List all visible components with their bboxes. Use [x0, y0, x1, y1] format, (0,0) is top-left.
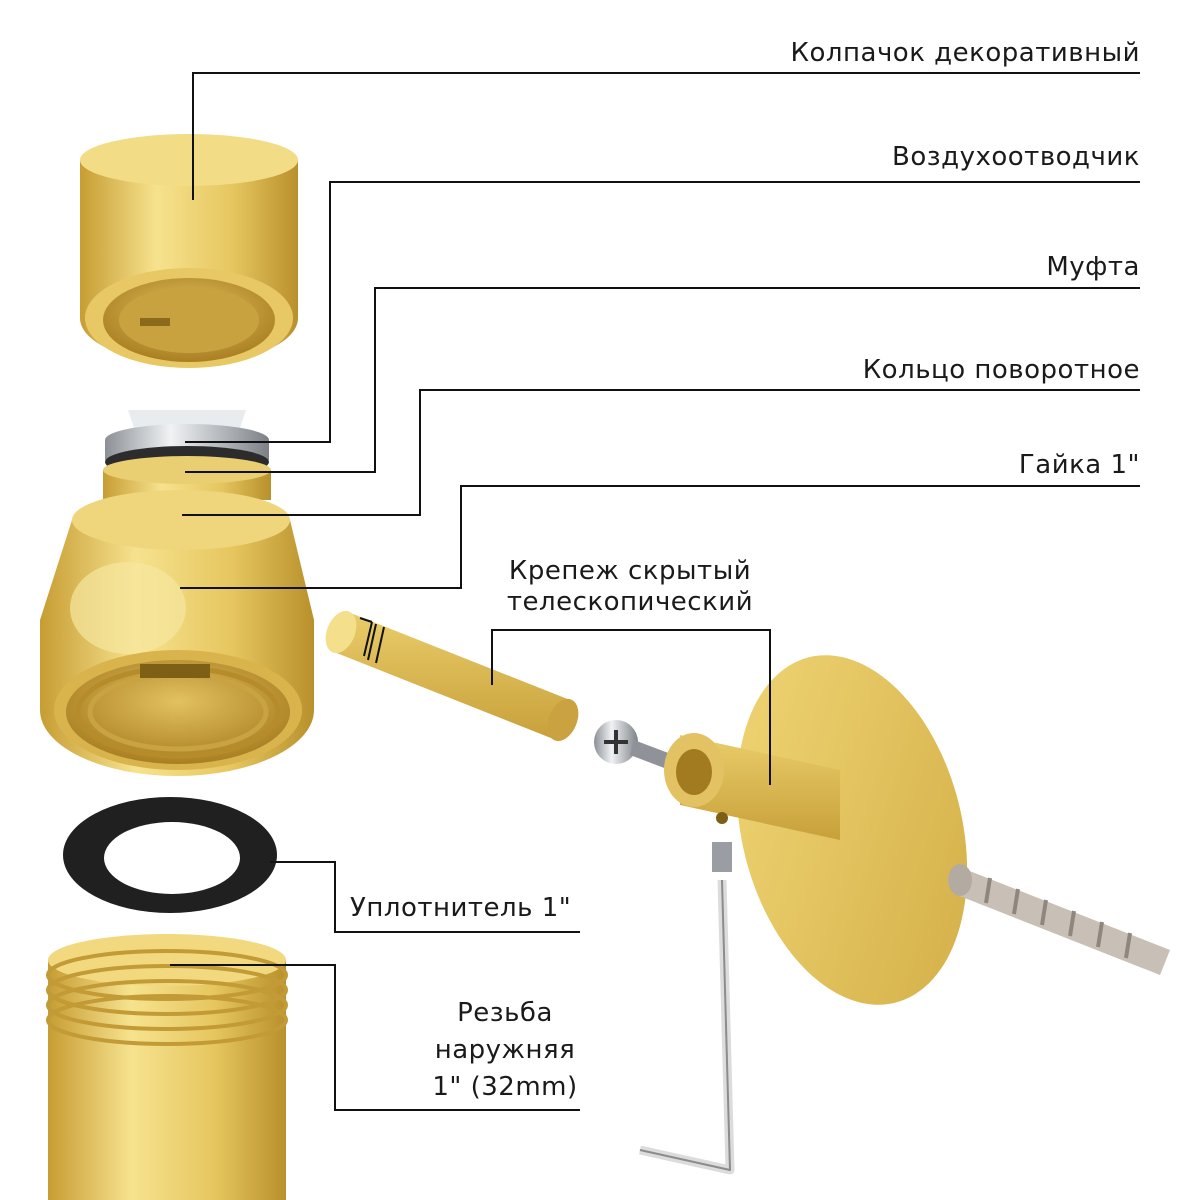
leader-seal: [270, 861, 580, 933]
leader-air-vent: [185, 181, 1140, 443]
label-swivel-ring: Кольцо поворотное: [862, 355, 1140, 385]
label-cap: Колпачок декоративный: [790, 38, 1140, 68]
hex-key: [639, 842, 735, 1175]
label-coupling: Муфта: [1046, 252, 1140, 282]
label-air-vent: Воздухоотводчик: [892, 142, 1140, 172]
leader-cap: [192, 72, 1140, 200]
leader-lines: [170, 72, 1140, 1111]
leader-coupling: [185, 287, 1140, 473]
wall-dowel: [948, 864, 1170, 975]
label-thread-line2: наружняя: [434, 1035, 576, 1065]
decorative-cap: [80, 134, 298, 368]
rubber-seal: [63, 797, 277, 913]
label-thread: Резьба наружняя 1" (32mm): [390, 995, 620, 1106]
label-mount: Крепеж скрытый телескопический: [480, 556, 780, 618]
label-thread-line1: Резьба: [457, 998, 553, 1028]
label-mount-line2: телескопический: [506, 587, 754, 617]
telescopic-pin: [325, 610, 579, 742]
leader-mount: [491, 629, 771, 785]
label-mount-line1: Крепеж скрытый: [508, 556, 752, 586]
coupling-nut-body: [40, 456, 314, 776]
leader-nut: [180, 485, 1140, 589]
label-nut: Гайка 1": [1018, 450, 1140, 480]
leader-swivel-ring: [182, 389, 1140, 516]
threaded-pipe: [46, 934, 288, 1200]
label-thread-line3: 1" (32mm): [432, 1072, 578, 1102]
label-seal: Уплотнитель 1": [350, 893, 572, 923]
wall-mount: [664, 655, 968, 1005]
leader-thread: [170, 964, 580, 1111]
